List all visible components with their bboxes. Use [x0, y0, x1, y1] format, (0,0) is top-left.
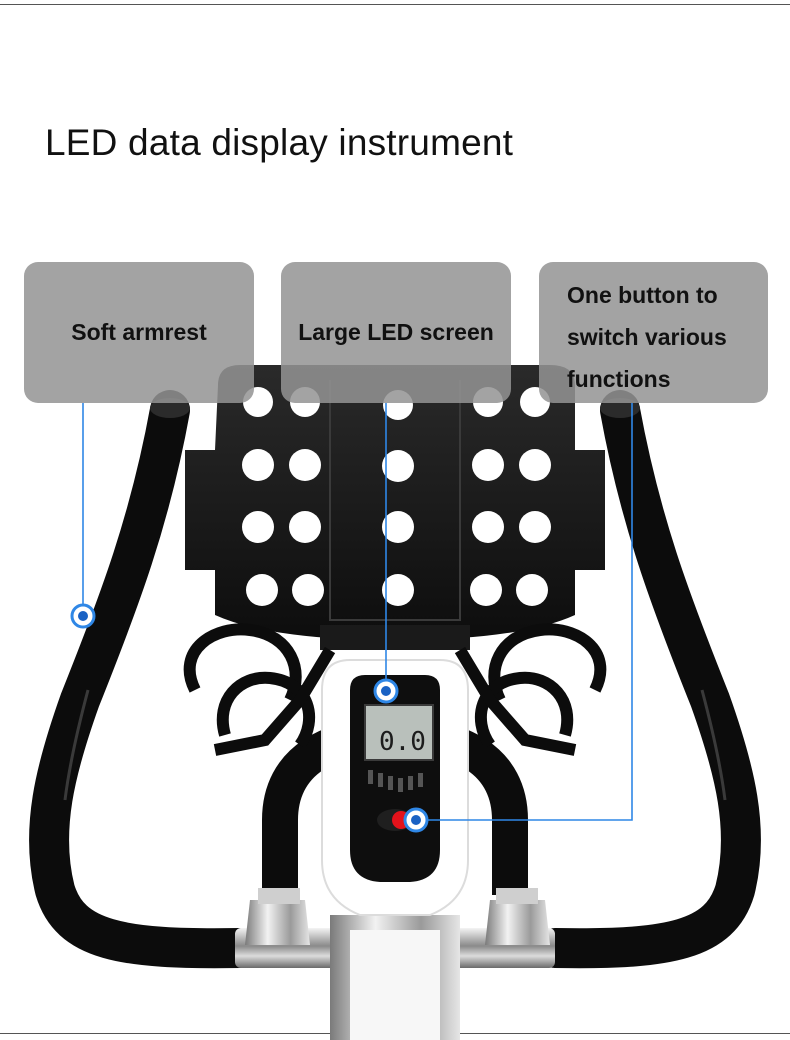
console-function-labels [368, 770, 423, 792]
pointer-lines [82, 403, 633, 821]
lcd-reading: 0.0 [379, 727, 426, 757]
lcd-screen [364, 704, 434, 761]
bottle-holders [183, 623, 607, 756]
callout-led-screen: Large LED screen [281, 262, 511, 403]
callout-soft-armrest: Soft armrest [24, 262, 254, 403]
callout-label: Large LED screen [298, 319, 494, 345]
chrome-stem [235, 888, 555, 1040]
pointer-dots [70, 603, 429, 833]
callout-label: Soft armrest [71, 319, 207, 345]
handlebar [29, 390, 761, 969]
callout-function-button: One button to switch various functions [539, 262, 768, 403]
top-rule [0, 4, 790, 5]
tablet-tray [185, 365, 605, 650]
callout-label: One button to switch various functions [567, 282, 727, 392]
page-title: LED data display instrument [45, 122, 514, 163]
